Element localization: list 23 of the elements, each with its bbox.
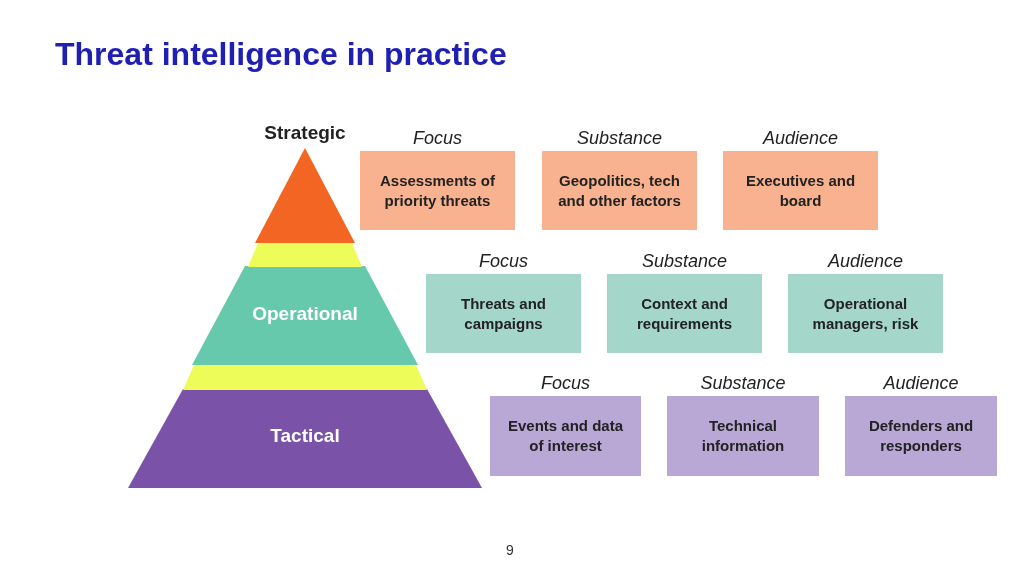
description-card: Events and data of interest <box>490 396 641 476</box>
column-heading: Audience <box>882 373 960 394</box>
column-heading: Substance <box>575 128 664 149</box>
description-card: Defenders and responders <box>845 396 997 476</box>
description-card: Threats and campaigns <box>426 274 581 353</box>
tier-label: Strategic <box>263 122 347 144</box>
column-heading: Audience <box>826 251 905 272</box>
column-heading: Substance <box>699 373 787 394</box>
description-card: Context and requirements <box>607 274 762 353</box>
description-card: Technical information <box>667 396 819 476</box>
column-heading: Audience <box>761 128 840 149</box>
tier-label: Tactical <box>269 425 341 447</box>
column-heading: Focus <box>412 128 463 149</box>
description-card: Operational managers, risk <box>788 274 943 353</box>
column-heading: Focus <box>478 251 529 272</box>
description-card: Geopolitics, tech and other factors <box>542 151 697 230</box>
tier-label: Operational <box>251 303 359 325</box>
description-card: Executives and board <box>723 151 878 230</box>
column-heading: Substance <box>640 251 729 272</box>
description-card: Assessments of priority threats <box>360 151 515 230</box>
slide-title: Threat intelligence in practice <box>55 36 507 73</box>
page-number: 9 <box>506 542 514 558</box>
column-heading: Focus <box>540 373 591 394</box>
